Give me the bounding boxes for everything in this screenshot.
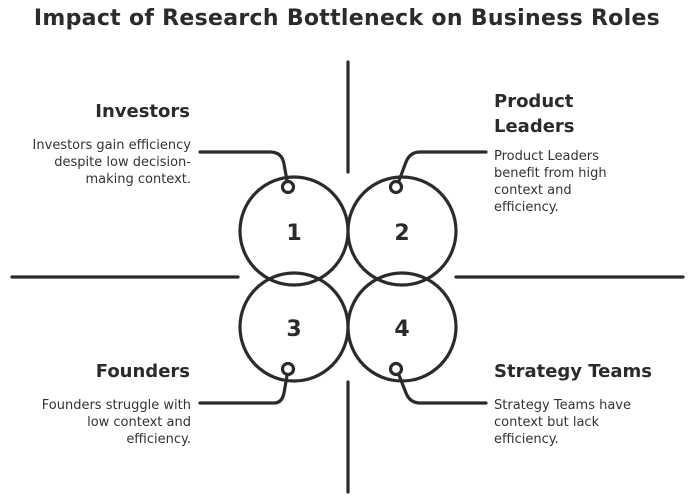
- quadrant-3-title: Founders: [95, 361, 190, 382]
- circle-number-1: 1: [286, 221, 301, 246]
- quadrant-1-title: Investors: [95, 101, 190, 122]
- diagram-title: Impact of Research Bottleneck on Busines…: [33, 6, 661, 31]
- circle-number-4: 4: [394, 317, 409, 342]
- quadrant-4-description: Strategy Teams have context but lack eff…: [494, 398, 631, 447]
- quadrant-2-description: Product Leaders benefit from high contex…: [494, 149, 607, 215]
- quadrant-4-title: Strategy Teams: [494, 361, 653, 382]
- connector-dot-3: [280, 361, 296, 377]
- connector-4: [395, 368, 488, 405]
- quadrant-1-description: Investors gain efficiency despite low de…: [32, 138, 191, 187]
- connector-1: [198, 150, 290, 188]
- connector-3: [198, 368, 290, 405]
- connector-2: [395, 150, 488, 188]
- connector-dot-1: [280, 179, 296, 195]
- connector-dot-4: [388, 361, 404, 377]
- quadrant-2-title: Product Leaders: [494, 91, 575, 137]
- circle-number-2: 2: [394, 221, 409, 246]
- circle-number-3: 3: [286, 317, 301, 342]
- connector-dot-2: [388, 179, 404, 195]
- quadrant-3-description: Founders struggle with low context and e…: [41, 398, 191, 447]
